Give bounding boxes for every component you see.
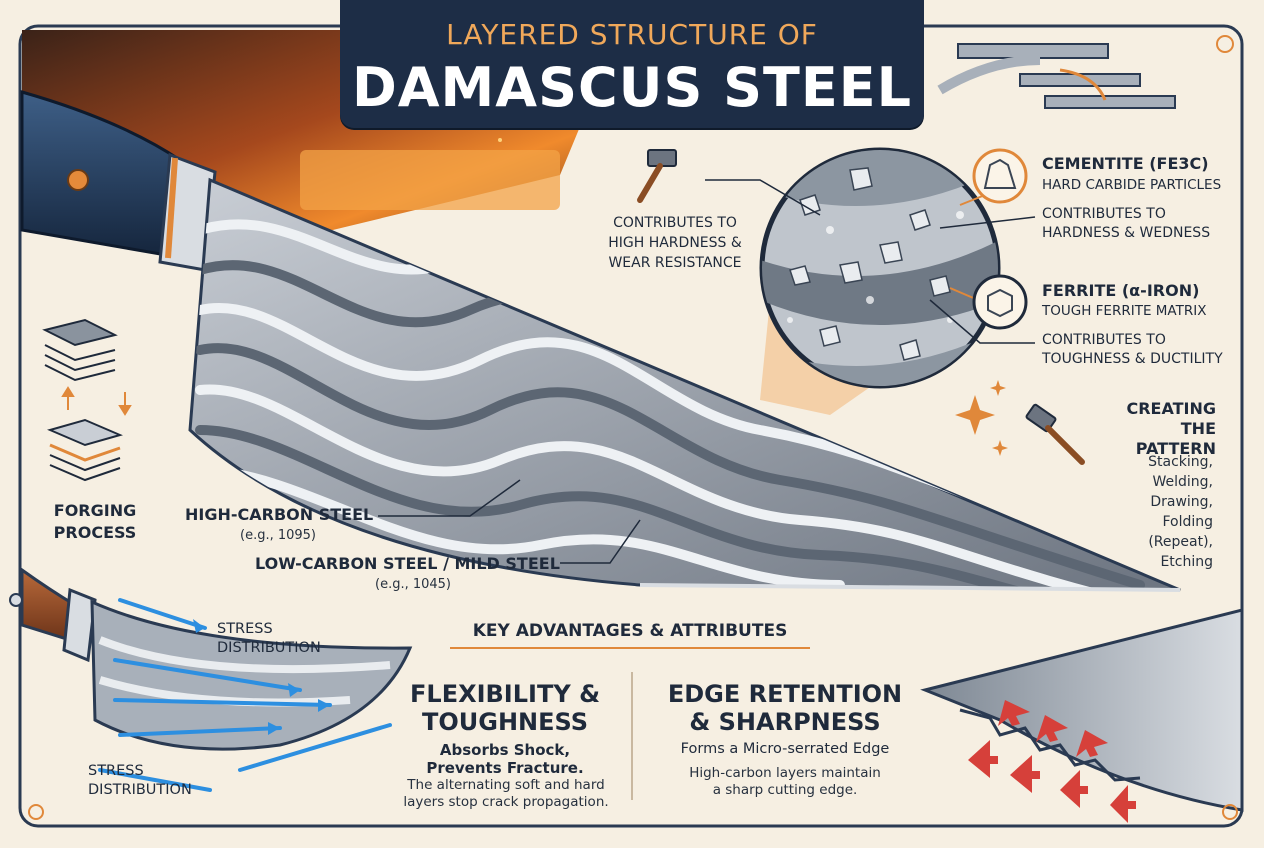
cementite-crystal-icon (972, 148, 1028, 204)
page-title: DAMASCUS STEEL (351, 56, 913, 119)
edge-title: EDGE RETENTION & SHARPNESS (667, 680, 903, 736)
low-carbon-example: (e.g., 1045) (375, 577, 452, 592)
pattern-step: Etching (1160, 554, 1213, 570)
folded-stack-icon (42, 318, 118, 382)
pattern-step: Welding, (1152, 474, 1213, 490)
hardness-note: CONTRIBUTES TO HIGH HARDNESS & WEAR RESI… (608, 215, 742, 271)
flex-knife-illustration (9, 567, 413, 751)
folding-layers-diagram (937, 43, 1176, 109)
ferrite-contribution: CONTRIBUTES TO TOUGHNESS & DUCTILITY (1042, 332, 1223, 367)
sparkle-icon (955, 380, 1008, 456)
ferrite-title: FERRITE (α-IRON) (1042, 281, 1200, 300)
low-carbon-label: LOW-CARBON STEEL / MILD STEEL (255, 554, 560, 573)
forging-process-label: FORGING PROCESS (53, 501, 137, 542)
knife-handle (20, 90, 217, 272)
stress-label-top: STRESS DISTRIBUTION (217, 621, 321, 656)
stress-arrows (98, 598, 392, 792)
corner-sun-icon (28, 804, 44, 820)
high-carbon-example: (e.g., 1095) (240, 528, 317, 543)
pattern-steps-list: Stacking, Welding, Drawing, Folding (Rep… (1110, 452, 1213, 572)
corner-sun-icon-right (1222, 804, 1238, 820)
pattern-step: Folding (1162, 514, 1213, 530)
handle-rivet (67, 169, 89, 191)
title-banner (340, 0, 924, 128)
sun-icon (1216, 35, 1234, 53)
title-subtitle: LAYERED STRUCTURE OF (446, 18, 818, 51)
hammer-icon (637, 149, 677, 203)
serrated-edge-illustration (920, 608, 1244, 812)
stress-arrowheads (193, 619, 330, 735)
flexibility-desc: The alternating soft and hard layers sto… (403, 777, 609, 810)
stacked-layers-icon (47, 418, 123, 482)
pressure-arrows (968, 700, 1136, 823)
microstructure-magnifier (759, 147, 1001, 415)
pattern-title: CREATING THE PATTERN (1126, 399, 1216, 458)
forging-hammer-icon (1025, 403, 1085, 465)
blade-label-leaders (378, 479, 641, 564)
cementite-title: CEMENTITE (FE3C) (1042, 154, 1209, 173)
process-arrows-icon (61, 386, 132, 416)
leader-lines (705, 179, 1036, 344)
cementite-contribution: CONTRIBUTES TO HARDNESS & WEDNESS (1042, 206, 1211, 241)
advantages-heading: KEY ADVANTAGES & ATTRIBUTES (472, 621, 788, 641)
flexibility-title: FLEXIBILITY & TOUGHNESS (410, 680, 600, 736)
ferrite-desc: TOUGH FERRITE MATRIX (1042, 303, 1207, 319)
pattern-step: (Repeat), (1148, 534, 1213, 550)
high-carbon-label: HIGH-CARBON STEEL (185, 505, 374, 524)
pattern-step: Stacking, (1148, 454, 1213, 470)
stress-label-bottom: STRESS DISTRIBUTION (88, 763, 192, 798)
pattern-step: Drawing, (1150, 494, 1213, 510)
ferrite-cube-icon (972, 274, 1028, 330)
edge-desc: High-carbon layers maintain a sharp cutt… (689, 765, 881, 798)
flexibility-subtitle: Absorbs Shock, Prevents Fracture. (426, 741, 584, 777)
edge-subtitle: Forms a Micro-serrated Edge (680, 741, 890, 757)
cementite-desc: HARD CARBIDE PARTICLES (1042, 177, 1222, 193)
